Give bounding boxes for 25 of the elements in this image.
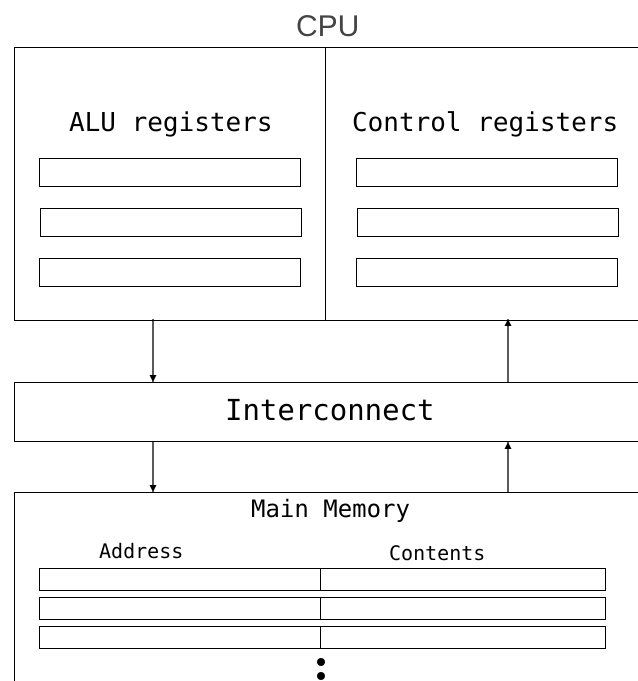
interconnect-box [14, 382, 638, 442]
memory-cell [39, 568, 321, 591]
memory-cell [39, 597, 321, 620]
box-label: Interconnect [225, 393, 435, 427]
arrow [150, 319, 156, 382]
arrow [504, 319, 512, 382]
register-slot [39, 158, 301, 187]
register-slot [356, 258, 618, 287]
arrow [150, 442, 156, 492]
register-slot [40, 208, 302, 237]
box-label: Main Memory [251, 495, 410, 523]
panel-heading: Control registers [352, 108, 618, 138]
arrow [504, 442, 512, 492]
memory-cell [39, 626, 321, 649]
memory-cell [320, 568, 606, 591]
column-heading: Contents [389, 541, 486, 565]
memory-cell [320, 626, 606, 649]
register-slot [356, 158, 618, 187]
register-slot [39, 258, 301, 287]
panel-heading: ALU registers [69, 108, 272, 138]
memory-box [14, 492, 638, 681]
column-heading: Address [99, 539, 184, 563]
memory-cell [320, 597, 606, 620]
box-heading: CPU [296, 10, 360, 44]
register-slot [357, 208, 619, 237]
